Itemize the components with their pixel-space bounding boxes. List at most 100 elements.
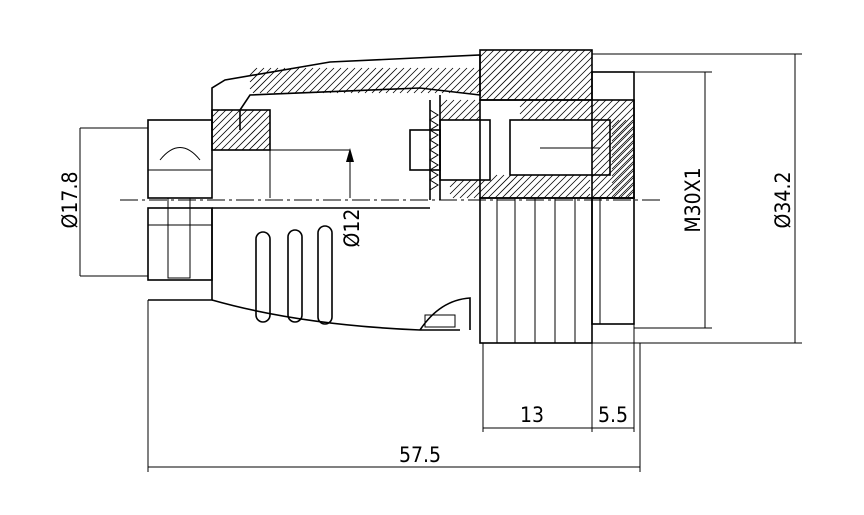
hatch-line (469, 82, 481, 94)
hatch-line (598, 162, 635, 199)
hatch-line (617, 181, 635, 199)
hatch-line (489, 174, 505, 190)
hatch-line (220, 109, 262, 151)
hatch-line (578, 186, 591, 199)
hatch-line (557, 174, 582, 199)
hatch-line (489, 174, 498, 183)
hatch-line (449, 179, 458, 188)
hatch-line (211, 109, 227, 125)
hatch-line (571, 179, 591, 199)
hatch-line (591, 141, 635, 185)
hatch-line (562, 70, 593, 101)
hatch-line (555, 63, 593, 101)
hatch-line (287, 67, 314, 94)
hatch-line (591, 148, 635, 192)
hatch-line (440, 99, 462, 121)
hatch-line (294, 67, 321, 94)
hatch-line (336, 67, 363, 94)
hatch-line (605, 169, 635, 199)
hatch-line (529, 174, 554, 199)
hatch-line (583, 111, 593, 121)
hatch-line (262, 142, 271, 151)
hatch-line (624, 188, 635, 199)
hatch-line (255, 135, 271, 151)
hatch-line (569, 99, 591, 121)
hatch-line (591, 120, 635, 164)
hatch-line (301, 67, 328, 94)
hatch-line (576, 104, 593, 121)
hatch-line (449, 179, 465, 195)
hatch-line (519, 99, 528, 108)
hatch-line (489, 174, 512, 197)
hatch-line (564, 174, 589, 199)
hatch-line (520, 49, 572, 101)
hatch-line (527, 49, 579, 101)
hatch-line (455, 68, 481, 94)
dim-nut-diameter: Ø17.8 (58, 172, 82, 229)
hatch-line (541, 99, 563, 121)
dimension-lines (79, 53, 802, 472)
hatch-line (227, 109, 269, 151)
hatch-line (548, 99, 570, 121)
hatch-line (555, 99, 577, 121)
hatch-line (357, 67, 384, 94)
hatch-line (492, 49, 544, 101)
hatch-line (591, 127, 635, 171)
hatch-line (591, 113, 635, 157)
hatch-line (612, 176, 635, 199)
hatch-line (441, 67, 468, 94)
hatch-line (211, 109, 234, 132)
hatch-line (591, 134, 635, 178)
hatch-line (485, 49, 537, 101)
hatch-line (273, 67, 300, 94)
hatch-line (213, 109, 255, 151)
hatch-line (350, 67, 377, 94)
hatch-line (439, 99, 448, 108)
hatch-line (576, 84, 593, 101)
hatch-line (619, 183, 635, 199)
hatch-line (459, 179, 479, 199)
hatch-line (569, 77, 593, 101)
hatch-line (591, 99, 607, 115)
hatch-line (439, 99, 455, 115)
hatch-line (611, 119, 634, 142)
hatch-line (371, 67, 398, 94)
hatch-line (329, 67, 356, 94)
hatch-line (550, 174, 575, 199)
hatch-line (494, 174, 519, 199)
hatch-line (211, 109, 241, 139)
hatch-line (520, 99, 542, 121)
hatch-line (315, 67, 342, 94)
hatch-line (473, 181, 491, 199)
hatch-line (611, 119, 627, 135)
hatch-line (211, 109, 248, 146)
hatch-line (611, 139, 635, 163)
hatch-line (591, 99, 614, 122)
hatch-line (322, 67, 349, 94)
hatch-line (611, 132, 635, 156)
hatch-line (548, 56, 593, 101)
hatch-line (611, 119, 620, 128)
hatch-line (611, 153, 635, 177)
hatch-line (506, 49, 558, 101)
hatch-line (447, 99, 469, 121)
hatch-line (522, 174, 547, 199)
hatch-line (434, 67, 461, 94)
hatch-line (543, 174, 568, 199)
hatch-line (479, 49, 509, 79)
hatch-line (479, 49, 516, 86)
hatch-line (513, 49, 565, 101)
hatch-line (343, 67, 370, 94)
hatch-line (626, 190, 635, 199)
section-hatching (211, 49, 635, 199)
hatch-line (541, 49, 593, 101)
coupling-nut (479, 49, 635, 344)
dim-cable-diameter: Ø12 (340, 209, 364, 248)
hatch-line (534, 49, 586, 101)
contact-insert (409, 95, 611, 200)
hatch-line (308, 67, 335, 94)
hatch-line (461, 101, 481, 121)
hatch-line (591, 99, 621, 129)
hatch-line (499, 49, 551, 101)
